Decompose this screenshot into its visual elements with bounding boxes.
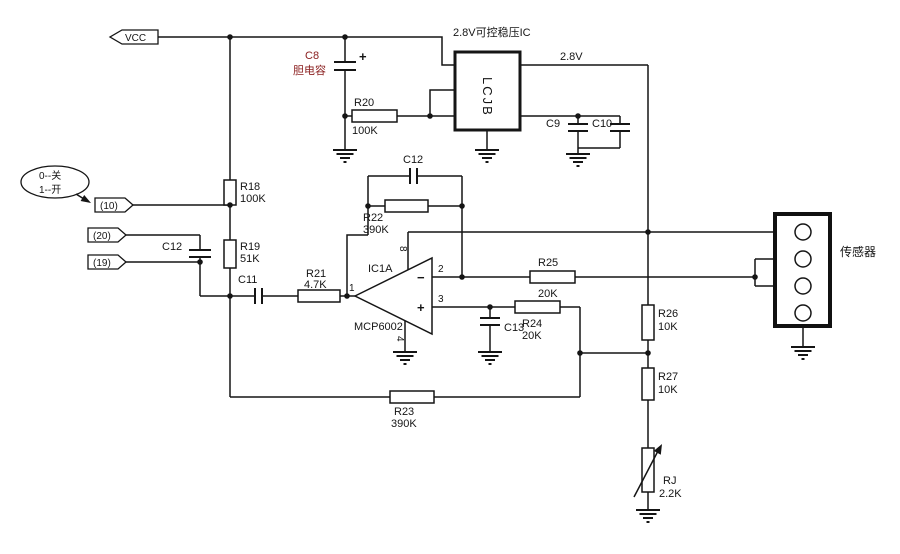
c8-ref: C8 <box>305 50 319 62</box>
resistor-r26: R26 10K <box>641 304 678 341</box>
resistor-r19: R19 51K <box>223 239 260 269</box>
r21-ref: R21 <box>306 268 326 280</box>
resistor-r27: R27 10K <box>641 367 678 401</box>
opamp-name: IC1A <box>368 263 393 275</box>
r26-ref: R26 <box>658 308 678 320</box>
c9-ref: C9 <box>546 118 560 130</box>
note-line1: 0--关 <box>39 169 61 182</box>
r23-ref: R23 <box>394 406 414 418</box>
vcc-label: VCC <box>125 33 146 44</box>
tag-10-label: (10) <box>100 201 118 212</box>
vcc-flag: VCC <box>108 29 159 45</box>
opamp-plus-sign: + <box>417 300 425 315</box>
c12-top-ref: C12 <box>403 154 423 166</box>
c12-left-ref: C12 <box>162 241 182 253</box>
c11-ref: C11 <box>238 274 257 286</box>
resistor-r23: R23 390K <box>389 390 435 430</box>
r20-value: 100K <box>352 125 378 137</box>
rail-2v8-label: 2.8V <box>560 51 583 63</box>
opamp-pin8: 8 <box>397 246 408 252</box>
net-tag-10: (10) <box>94 197 134 213</box>
ground-c13 <box>478 351 502 365</box>
regulator-title: 2.8V可控稳压IC <box>453 25 531 39</box>
r25-value: 20K <box>538 288 558 300</box>
regulator-lcjb: 2.8V可控稳压IC LCJB 2.8V <box>453 25 583 132</box>
ground-pin4 <box>393 351 417 365</box>
resistor-r24: R24 20K <box>514 300 561 342</box>
sensor-pin-4 <box>794 304 812 322</box>
note-arrowhead <box>80 195 91 203</box>
capacitor-c12-top: C12 <box>403 154 423 184</box>
r22-value: 390K <box>363 224 389 236</box>
ground-c9-c10 <box>566 153 590 167</box>
c13-ref: C13 <box>504 322 524 334</box>
capacitor-c8: + C8 胆电容 <box>293 49 367 77</box>
r27-ref: R27 <box>658 371 678 383</box>
note-bubble: 0--关 1--开 <box>20 165 91 203</box>
rj-value: 2.2K <box>659 488 682 500</box>
r26-value: 10K <box>658 321 678 333</box>
r18-value: 100K <box>240 193 266 205</box>
opamp-pin4: 4 <box>394 336 405 342</box>
r22-ref: R22 <box>363 212 383 224</box>
regulator-name: LCJB <box>480 77 495 117</box>
rj-ref: RJ <box>663 475 676 487</box>
r27-value: 10K <box>658 384 678 396</box>
sensor-connector: 传感器 <box>773 212 876 328</box>
ground-symbols <box>333 149 815 523</box>
opamp-minus-sign: − <box>417 270 425 285</box>
c8-note: 胆电容 <box>293 63 326 77</box>
resistor-r18: R18 100K <box>223 179 266 206</box>
resistor-r20: R20 100K <box>351 97 398 137</box>
capacitor-c10: C10 <box>592 118 630 132</box>
capacitor-c9: C9 <box>546 118 588 132</box>
capacitor-c12-left: C12 <box>162 241 211 258</box>
potentiometer-rj: RJ 2.2K <box>633 444 682 500</box>
net-tag-20: (20) <box>87 227 127 243</box>
opamp-pin3: 3 <box>438 294 444 305</box>
opamp-pin1: 1 <box>349 283 355 294</box>
ground-pot <box>636 509 660 523</box>
capacitor-c11: C11 <box>238 274 263 304</box>
r23-value: 390K <box>391 418 417 430</box>
r24-value: 20K <box>522 330 542 342</box>
r19-ref: R19 <box>240 241 260 253</box>
opamp-pin2: 2 <box>438 264 444 275</box>
r25-ref: R25 <box>538 257 558 269</box>
r18-ref: R18 <box>240 181 260 193</box>
r19-value: 51K <box>240 253 260 265</box>
ground-regulator <box>475 149 499 163</box>
r24-ref: R24 <box>522 318 542 330</box>
ground-sensor <box>791 346 815 360</box>
resistor-r25: R25 20K <box>529 257 576 300</box>
resistor-r21: R21 4.7K <box>297 268 341 303</box>
c8-plus-sign: + <box>359 49 367 64</box>
r21-value: 4.7K <box>304 279 327 291</box>
sensor-pin-3 <box>794 277 812 295</box>
sensor-pin-1 <box>794 223 812 241</box>
opamp-part: MCP6002 <box>354 321 403 333</box>
tag-20-label: (20) <box>93 231 111 242</box>
sensor-pin-2 <box>794 250 812 268</box>
tag-19-label: (19) <box>93 258 111 269</box>
note-line2: 1--开 <box>39 185 61 196</box>
resistor-r22: R22 390K <box>363 199 429 236</box>
capacitor-c13: C13 <box>480 317 524 334</box>
junction-dots <box>197 34 758 356</box>
ground-c8 <box>333 149 357 163</box>
sensor-label: 传感器 <box>840 244 876 259</box>
pot-arrowhead <box>653 444 662 455</box>
r20-ref: R20 <box>354 97 374 109</box>
c10-ref: C10 <box>592 118 612 130</box>
net-tag-19: (19) <box>87 254 127 270</box>
opamp-ic1a: IC1A MCP6002 − + 1 2 3 8 4 <box>349 246 444 342</box>
